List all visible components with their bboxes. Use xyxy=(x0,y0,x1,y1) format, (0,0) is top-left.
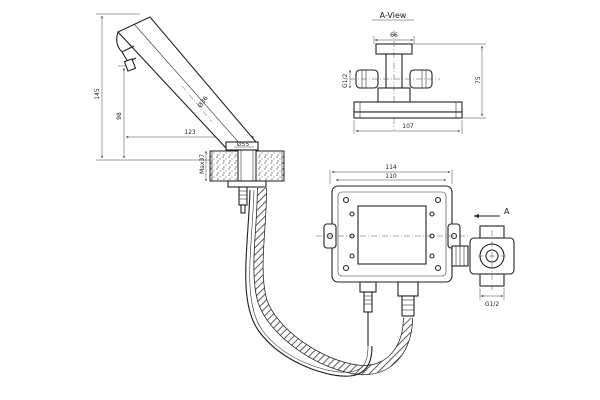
spout-body: Ø36 xyxy=(116,16,258,149)
a-view: A-View 66 G1/2 xyxy=(342,11,486,134)
label-spout-height: 98 xyxy=(116,112,123,120)
dimension-aview-height: 75 xyxy=(412,43,486,119)
label-base-diameter: Ø55 xyxy=(237,141,250,148)
label-valve-thread: G1/2 xyxy=(485,301,499,308)
dimension-box-outer-width: 114 xyxy=(329,164,453,184)
dimension-box-inner-width: 110 xyxy=(335,173,447,181)
label-spout-reach: 123 xyxy=(184,129,196,136)
dimension-spout-height: 98 xyxy=(116,65,132,159)
a-view-title: A-View xyxy=(380,11,407,20)
box-screws xyxy=(342,196,442,272)
label-aview-base-width: 107 xyxy=(402,123,414,130)
view-arrow-a: A xyxy=(473,207,510,219)
label-aview-thread: G1/2 xyxy=(342,74,349,88)
label-aview-height: 75 xyxy=(475,76,482,84)
control-box: 114 110 xyxy=(316,164,470,346)
sensor-cable xyxy=(245,189,373,377)
faucet-side-view: 145 98 123 Ø36 Ø55 xyxy=(94,13,285,214)
label-deck-thickness: Max37 xyxy=(199,154,206,174)
countertop-section: Max37 xyxy=(199,149,285,188)
label-box-inner-width: 110 xyxy=(385,173,397,180)
label-overall-height: 145 xyxy=(94,88,101,100)
view-arrow-a-label: A xyxy=(504,207,510,216)
mounting-stud xyxy=(238,186,248,214)
solenoid-valve: A G1/2 xyxy=(451,207,515,308)
label-box-outer-width: 114 xyxy=(385,164,397,171)
faucet-base: Ø55 xyxy=(225,141,259,151)
dimension-aview-base-width: 107 xyxy=(353,120,463,134)
dimension-valve-thread: G1/2 xyxy=(479,288,505,308)
braided-hose xyxy=(253,187,413,376)
